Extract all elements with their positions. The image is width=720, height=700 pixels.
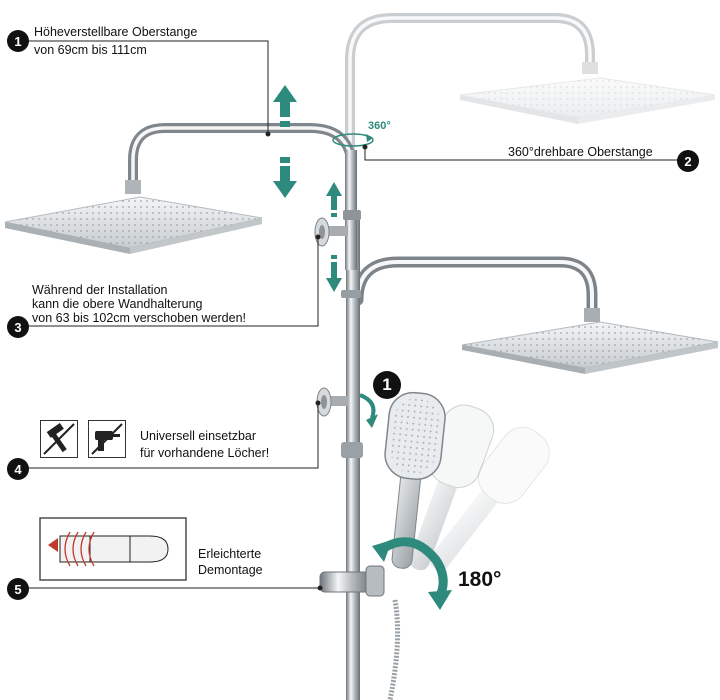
drill-icon bbox=[91, 423, 123, 455]
hammer-icon-box bbox=[40, 420, 78, 458]
step-badge: 1 bbox=[373, 371, 401, 399]
height-adjust-arrow-top bbox=[273, 85, 297, 198]
hammer-icon bbox=[43, 422, 75, 455]
upper-wall-bracket bbox=[314, 217, 348, 247]
screw-anchor-icon bbox=[48, 531, 169, 567]
feature-1-line-1: Höheverstellbare Oberstange bbox=[34, 25, 198, 39]
feature-3-line-2: kann die obere Wandhalterung bbox=[32, 297, 203, 311]
badge-3: 3 bbox=[7, 316, 29, 338]
hand-shower-faded-2 bbox=[429, 426, 550, 571]
upper-head-max bbox=[459, 77, 716, 124]
feature-4-line-1: Universell einsetzbar bbox=[140, 429, 257, 443]
feature-1-line-2: von 69cm bis 111cm bbox=[34, 43, 147, 57]
badge-4: 4 bbox=[7, 458, 29, 480]
rotation-360-label: 360° bbox=[368, 120, 391, 132]
badge-5: 5 bbox=[7, 578, 29, 600]
hand-shower bbox=[384, 391, 446, 569]
feature-4-line-2: für vorhandene Löcher! bbox=[140, 446, 270, 460]
upper-position-arm-mid bbox=[125, 123, 357, 205]
feature-3-line-3: von 63 bis 102cm verschoben werden! bbox=[32, 311, 247, 325]
shower-hose bbox=[387, 599, 401, 700]
leader-lines bbox=[28, 40, 680, 591]
feature-3-line-1: Während der Installation bbox=[32, 283, 168, 297]
bracket-shift-arrow bbox=[326, 182, 342, 292]
slider-holder bbox=[319, 565, 385, 597]
lower-wall-bracket bbox=[316, 387, 348, 417]
badge-2: 2 bbox=[677, 150, 699, 172]
feature-2-line-1: 360°drehbare Oberstange bbox=[508, 145, 653, 159]
feature-5-line-2: Demontage bbox=[198, 563, 263, 577]
fixed-head-arm bbox=[352, 256, 600, 322]
rotation-180-arrow bbox=[372, 537, 452, 610]
rotation-360-indicator bbox=[332, 133, 374, 147]
upper-head-mid bbox=[4, 196, 263, 254]
feature-5-line-1: Erleichterte bbox=[198, 547, 262, 561]
fixed-head bbox=[461, 321, 719, 374]
badge-1: 1 bbox=[7, 30, 29, 52]
rotation-180-label: 180° bbox=[458, 568, 502, 591]
swivel-arrow bbox=[359, 393, 376, 419]
drill-icon-box bbox=[88, 420, 126, 458]
upper-position-arm-max bbox=[345, 13, 598, 230]
